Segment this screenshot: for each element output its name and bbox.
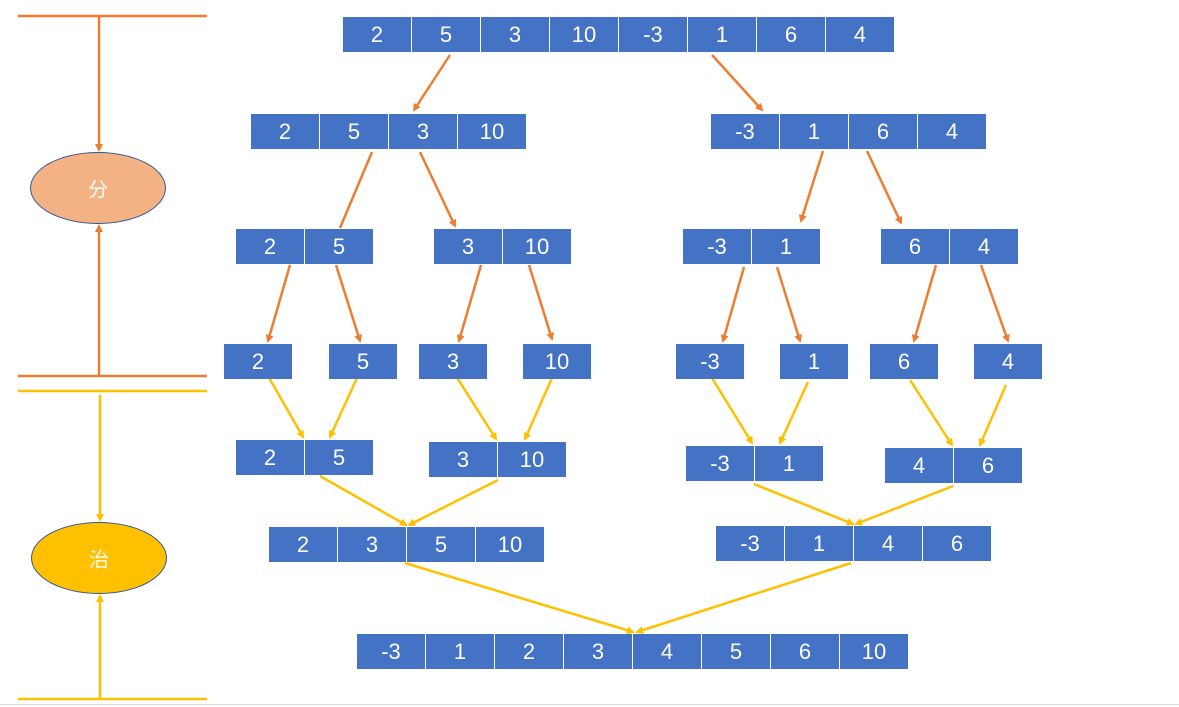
array-cell: 5 (329, 344, 397, 379)
array-cell: 3 (481, 17, 549, 52)
array-row-single-1: 2 (224, 344, 292, 379)
array-cell: 6 (923, 526, 991, 561)
array-cell: 10 (458, 114, 526, 149)
array-cell: 10 (498, 442, 566, 477)
array-cell: 10 (476, 527, 544, 562)
array-cell: 6 (870, 344, 938, 379)
array-cell: 5 (412, 17, 480, 52)
array-row-single-7: 6 (870, 344, 938, 379)
array-row-single-5: -3 (676, 344, 744, 379)
conquer-arrows (258, 361, 1008, 635)
array-cell: 5 (305, 229, 373, 264)
array-row-single-2: 5 (329, 344, 397, 379)
divide-phase-label: 分 (88, 179, 108, 202)
array-cell: 4 (974, 344, 1042, 379)
array-row-single-8: 4 (974, 344, 1042, 379)
array-cell: -3 (686, 446, 754, 481)
array-cell: 6 (881, 229, 949, 264)
array-cell: 5 (702, 634, 770, 669)
array-cell: -3 (716, 526, 784, 561)
array-cell: 1 (785, 526, 853, 561)
array-cell: 2 (343, 17, 411, 52)
array-cell: 2 (251, 114, 319, 149)
array-cell: 2 (495, 634, 563, 669)
divide-phase-ellipse: 分 (30, 152, 166, 224)
array-cell: 6 (954, 448, 1022, 483)
array-cell: 4 (826, 17, 894, 52)
array-cell: -3 (357, 634, 425, 669)
array-cell: -3 (619, 17, 687, 52)
array-cell: 4 (918, 114, 986, 149)
array-cell: 1 (755, 446, 823, 481)
array-cell: 6 (849, 114, 917, 149)
array-cell: 5 (407, 527, 475, 562)
array-cell: 5 (320, 114, 388, 149)
array-row-single-4: 10 (523, 344, 591, 379)
array-cell: 4 (633, 634, 701, 669)
array-row-single-3: 3 (419, 344, 487, 379)
array-cell: 10 (503, 229, 571, 264)
array-cell: 3 (434, 229, 502, 264)
array-cell: -3 (676, 344, 744, 379)
array-cell: 4 (854, 526, 922, 561)
array-cell: 3 (389, 114, 457, 149)
array-cell: 6 (771, 634, 839, 669)
array-cell: 1 (752, 229, 820, 264)
array-cell: 2 (236, 440, 304, 475)
array-cell: 10 (550, 17, 618, 52)
array-cell: 10 (523, 344, 591, 379)
array-cell: 1 (688, 17, 756, 52)
array-cell: 1 (780, 344, 848, 379)
array-cell: 3 (564, 634, 632, 669)
array-cell: 1 (780, 114, 848, 149)
array-cell: 2 (236, 229, 304, 264)
array-cell: 6 (757, 17, 825, 52)
array-cell: 3 (429, 442, 497, 477)
array-cell: 4 (885, 448, 953, 483)
array-cell: 1 (426, 634, 494, 669)
conquer-phase-ellipse: 治 (31, 522, 167, 594)
array-cell: 3 (419, 344, 487, 379)
divide-arrows (265, 54, 1010, 343)
array-row-single-6: 1 (780, 344, 848, 379)
array-cell: 3 (338, 527, 406, 562)
array-cell: 4 (950, 229, 1018, 264)
array-cell: 2 (269, 527, 337, 562)
array-cell: -3 (683, 229, 751, 264)
array-cell: 10 (840, 634, 908, 669)
bottom-border (0, 704, 1179, 705)
conquer-phase-label: 治 (89, 549, 109, 572)
array-cell: 5 (305, 440, 373, 475)
array-cell: -3 (711, 114, 779, 149)
array-cell: 2 (224, 344, 292, 379)
